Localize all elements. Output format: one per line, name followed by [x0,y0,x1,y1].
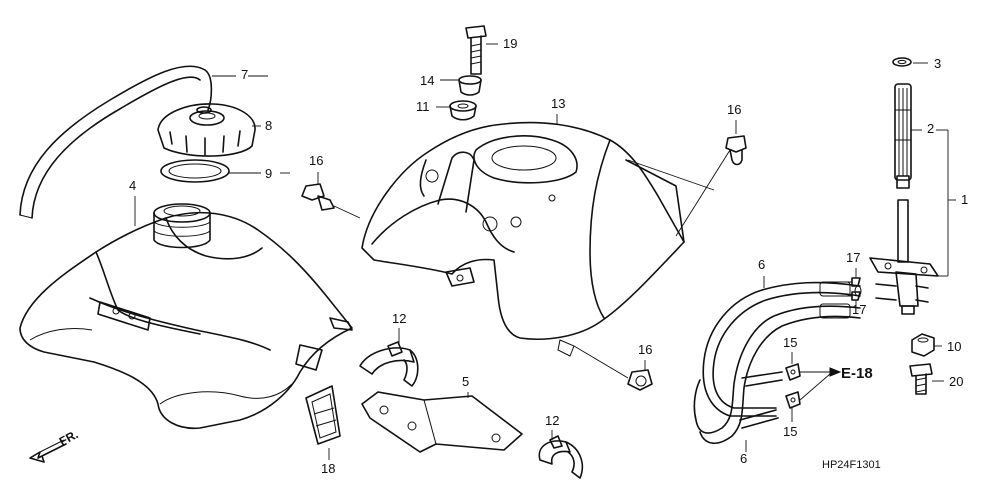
clamp-12-lower-part [538,435,584,479]
callout-c16a[interactable]: 16 [727,102,741,117]
callout-c14[interactable]: 14 [420,73,434,88]
callout-c3[interactable]: 3 [934,56,941,71]
fuel-cap-part [157,103,256,157]
callout-c18[interactable]: 18 [321,461,335,476]
callout-c15a[interactable]: 15 [783,335,797,350]
callout-c12a[interactable]: 12 [392,311,406,326]
bolt-19-part [465,25,487,75]
callout-c13[interactable]: 13 [551,96,565,111]
front-direction-label: FR. [57,427,81,448]
o-ring-part [892,57,912,67]
fuel-valve-part [869,199,939,315]
callout-c6a[interactable]: 6 [758,257,765,272]
callout-c12b[interactable]: 12 [545,413,559,428]
fuel-tank-part [19,203,353,429]
clip-16-upper-part [725,135,747,166]
part-callout-labels: 1234566789101112121314151516161617171819… [129,36,968,476]
callout-c5[interactable]: 5 [462,374,469,389]
nut-part [911,333,935,357]
callout-c2[interactable]: 2 [927,121,934,136]
breather-tube-part [19,65,213,219]
bracket-5-part [361,391,523,453]
callout-c10[interactable]: 10 [947,339,961,354]
clip-15-upper-part [785,363,801,381]
fuel-tube-upper-part [702,281,862,417]
fuel-filter-part [894,83,912,189]
callout-c7[interactable]: 7 [241,67,248,82]
fuel-tube-lower-part [693,303,861,444]
strap-part [305,385,341,445]
callout-c15b[interactable]: 15 [783,424,797,439]
callout-c11[interactable]: 11 [416,99,430,114]
callout-c19[interactable]: 19 [503,36,517,51]
callout-c17b[interactable]: 17 [852,302,866,317]
tank-shroud-part [361,121,685,357]
callout-c9[interactable]: 9 [265,166,272,181]
callout-c20[interactable]: 20 [949,374,963,389]
reference-section-label[interactable]: E-18 [841,365,873,382]
callout-c6b[interactable]: 6 [740,451,747,466]
callout-c17a[interactable]: 17 [846,250,860,265]
drawing-code-label: HP24F1301 [822,459,881,471]
clip-15-lower-part [785,391,801,409]
grommet-11-part [449,100,477,121]
clip-16-left-part [301,183,335,211]
clamp-12-upper-part [359,341,419,387]
callout-c4[interactable]: 4 [129,178,136,193]
clip-16-lower-part [627,369,653,391]
collar-14-part [458,75,482,96]
callout-c16b[interactable]: 16 [309,153,323,168]
callout-c16c[interactable]: 16 [638,342,652,357]
callout-c8[interactable]: 8 [265,118,272,133]
callout-c1[interactable]: 1 [961,192,968,207]
gasket-part [160,159,230,183]
reference-arrow [799,367,842,401]
leader-lines [134,43,956,460]
front-direction-arrow [29,439,67,463]
bolt-20-part [909,363,933,395]
